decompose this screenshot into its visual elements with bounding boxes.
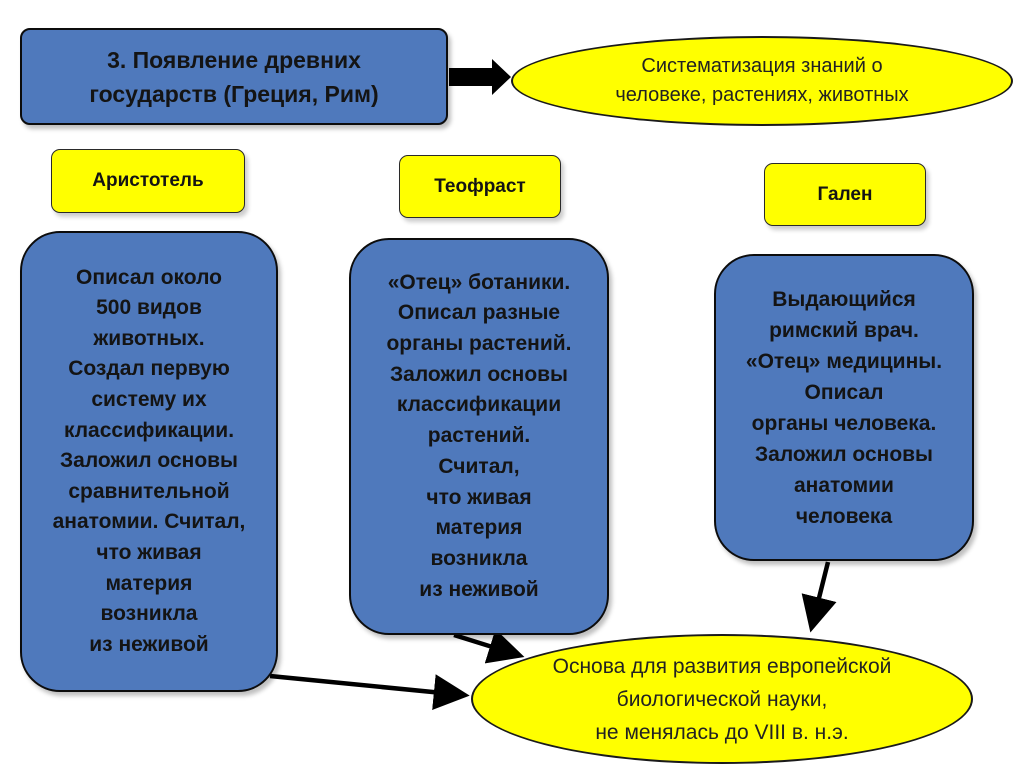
aristotle-line: Описал около <box>76 265 222 289</box>
aristotle-line: животных. <box>93 326 205 350</box>
aristotle-contributions-card: Описал около 500 видов животных. Создал … <box>20 231 278 692</box>
galen-line: «Отец» медицины. <box>745 349 943 373</box>
theophrastus-line: классификации <box>396 393 562 417</box>
result-ellipse: Основа для развития европейской биологич… <box>471 634 973 764</box>
galen-line: Описал <box>804 380 884 404</box>
galen-name: Гален <box>817 183 873 205</box>
galen-line: органы человека. <box>751 411 937 435</box>
result-line: биологической науки, <box>616 687 828 711</box>
theophrastus-line: растений. <box>427 424 531 448</box>
era-heading-line: государств (Греция, Рим) <box>89 80 379 107</box>
aristotle-line: анатомии. Считал, <box>52 510 246 534</box>
aristotle-name: Аристотель <box>92 170 204 191</box>
aristotle-line: материя <box>105 571 193 595</box>
theophrastus-line: Описал разные <box>397 301 561 325</box>
galen-line: римский врач. <box>769 318 919 342</box>
aristotle-line: что живая <box>96 540 202 564</box>
result-line: Основа для развития европейской <box>552 654 892 678</box>
theophrastus-line: «Отец» ботаники. <box>387 270 571 294</box>
aristotle-line: систему их <box>91 388 207 412</box>
theophrastus-name: Теофраст <box>434 175 526 197</box>
galen-name-label: Гален <box>764 163 926 226</box>
aristotle-line: 500 видов <box>96 296 202 320</box>
theophrastus-line: органы растений. <box>386 332 572 356</box>
result-line: не менялась до VIII в. н.э. <box>595 720 849 744</box>
theophrastus-line: из неживой <box>419 577 539 601</box>
aristotle-line: Заложил основы <box>59 449 238 473</box>
aristotle-name-label: Аристотель <box>51 149 245 213</box>
theophrastus-contributions-card: «Отец» ботаники. Описал разные органы ра… <box>349 238 609 635</box>
theophrastus-line: возникла <box>430 546 528 570</box>
theophrastus-line: что живая <box>426 485 532 509</box>
systematization-line: Систематизация знаний о <box>641 55 883 77</box>
galen-line: Заложил основы <box>754 442 933 466</box>
theophrastus-line: материя <box>435 516 523 540</box>
theophrastus-name-label: Теофраст <box>399 155 561 218</box>
aristotle-to-result-arrow <box>269 673 470 711</box>
galen-line: Выдающийся <box>772 287 916 311</box>
theophrastus-line: Заложил основы <box>389 362 568 386</box>
systematization-line: человеке, растениях, животных <box>615 84 909 106</box>
aristotle-line: сравнительной <box>68 479 230 503</box>
galen-contributions-card: Выдающийся римский врач. «Отец» медицины… <box>714 254 974 561</box>
era-heading-line: 3. Появление древних <box>107 46 361 73</box>
galen-to-result-arrow <box>801 561 837 633</box>
aristotle-line: из неживой <box>89 632 209 656</box>
galen-line: человека <box>795 504 893 528</box>
galen-line: анатомии <box>794 473 894 497</box>
aristotle-line: классификации. <box>63 418 235 442</box>
systematization-ellipse: Систематизация знаний о человеке, растен… <box>511 36 1013 126</box>
theophrastus-to-result-arrow <box>453 629 525 664</box>
aristotle-line: Создал первую <box>68 357 230 381</box>
theophrastus-line: Считал, <box>438 454 520 478</box>
era-to-goal-arrow <box>449 59 511 95</box>
aristotle-line: возникла <box>100 602 198 626</box>
era-heading-box: 3. Появление древних государств (Греция,… <box>20 28 448 125</box>
